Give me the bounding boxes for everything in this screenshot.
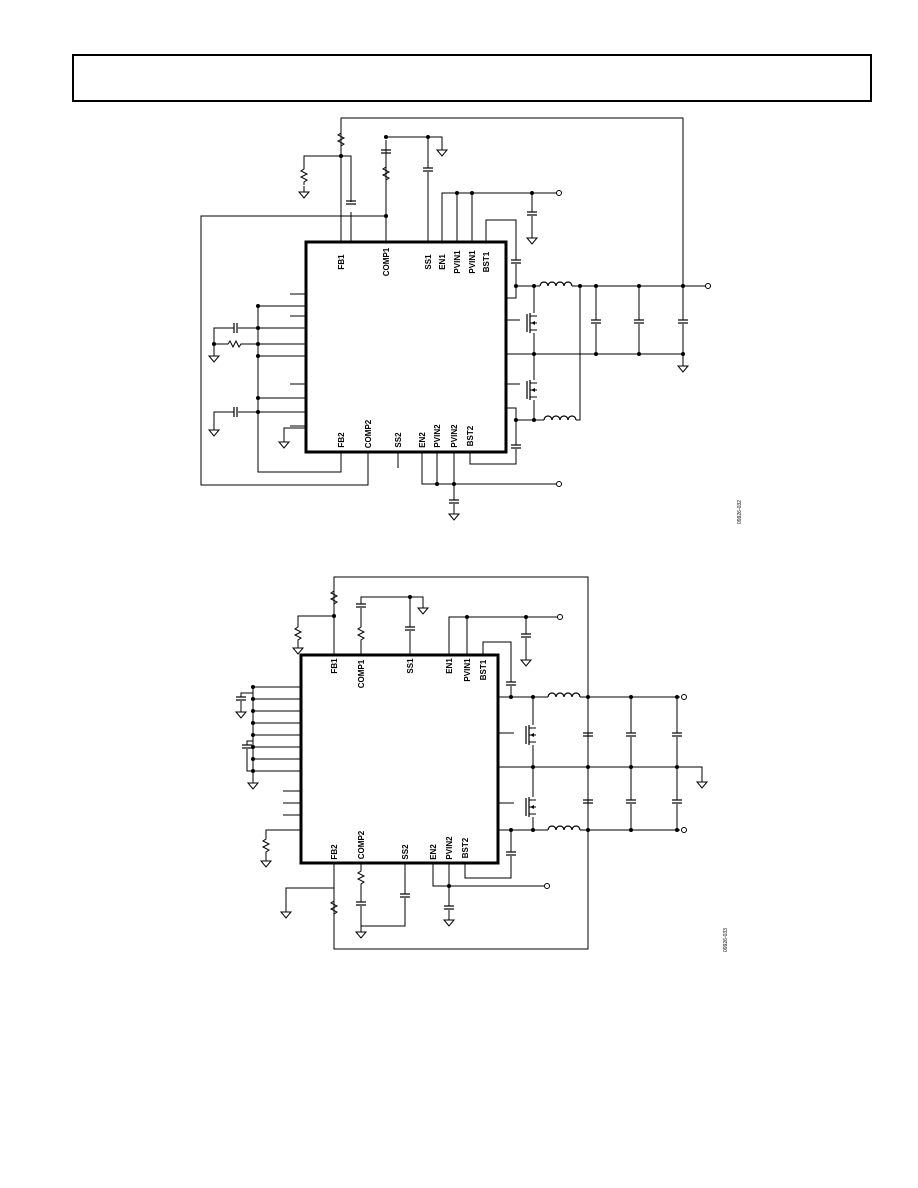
d1-pin-pvin2-a: PVIN2: [433, 424, 442, 448]
d2-pin-bst1: BST1: [479, 659, 488, 680]
diagram2-schematic: FB1 COMP1 SS1 EN1 PVIN1 BST1 FB2 COMP2 S…: [235, 576, 729, 952]
d2-figure-code: 09926-033: [723, 928, 729, 952]
d1-pin-comp2: COMP2: [364, 419, 373, 448]
d1-figure-code: 09926-032: [737, 500, 743, 524]
d2-pin-ss2: SS2: [401, 844, 410, 860]
d2-pin-fb2: FB2: [330, 844, 339, 860]
d1-pin-bst2: BST2: [466, 425, 475, 446]
d1-pin-en2: EN2: [418, 432, 427, 448]
d2-pin-pvin1: PVIN1: [463, 658, 472, 682]
d1-pin-pvin2-b: PVIN2: [450, 424, 459, 448]
d1-pin-comp1: COMP1: [382, 247, 391, 276]
d1-pin-en1: EN1: [438, 254, 447, 270]
d2-pin-en2: EN2: [429, 844, 438, 860]
d1-pin-ss1: SS1: [424, 254, 433, 270]
d2-pin-en1: EN1: [445, 658, 454, 674]
d1-pin-fb2: FB2: [337, 432, 346, 448]
d2-pin-comp2: COMP2: [357, 830, 366, 859]
d1-pin-ss2: SS2: [394, 432, 403, 448]
diagram1-ic-body: [304, 240, 508, 454]
d1-pin-fb1: FB1: [337, 254, 346, 270]
d2-pin-ss1: SS1: [406, 658, 415, 674]
d2-pin-comp1: COMP1: [357, 659, 366, 688]
diagram1-schematic: FB1 COMP1 SS1 EN1 PVIN1 PVIN1 BST1 FB2 C…: [200, 117, 743, 524]
page-header-frame: [72, 54, 872, 102]
d2-pin-fb1: FB1: [330, 658, 339, 674]
d2-pin-pvin2: PVIN2: [445, 836, 454, 860]
d1-pin-pvin1-a: PVIN1: [453, 250, 462, 274]
d2-pin-bst2: BST2: [461, 837, 470, 858]
d1-pin-bst1: BST1: [482, 251, 491, 272]
d1-pin-pvin1-b: PVIN1: [468, 250, 477, 274]
diagram2-ic-body: [299, 653, 500, 865]
